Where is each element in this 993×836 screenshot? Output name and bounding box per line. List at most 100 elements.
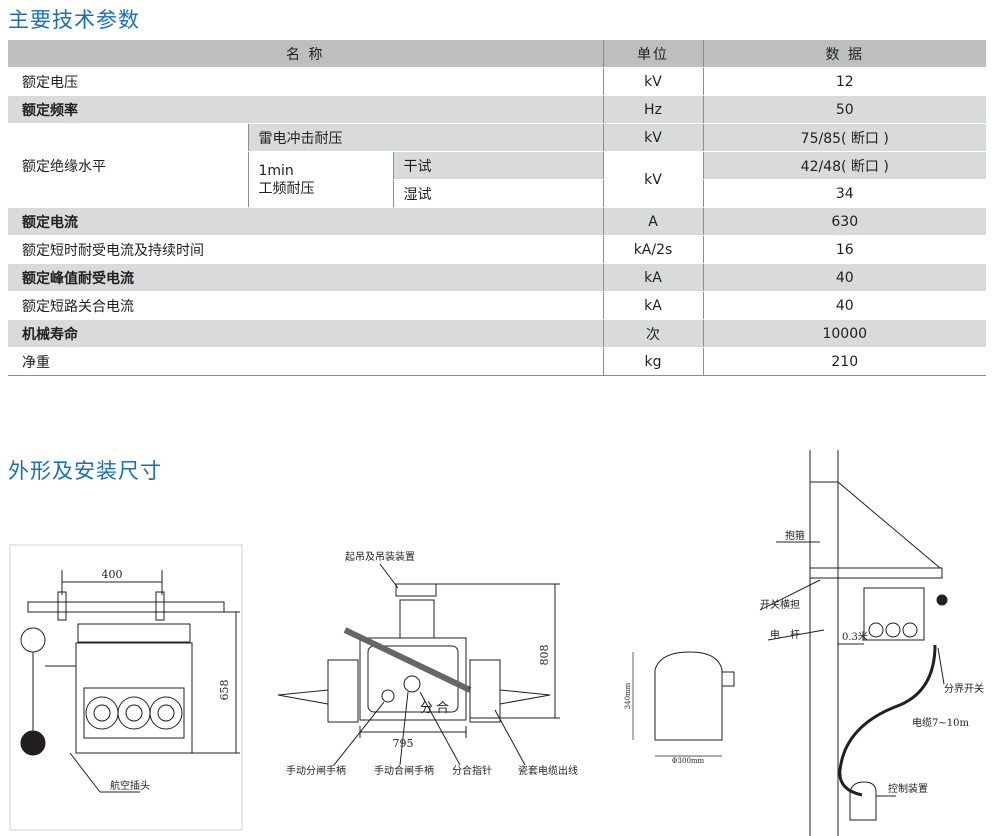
dimensions-title: 外形及安装尺寸: [8, 459, 162, 483]
distance-label: 0.3米: [842, 630, 868, 643]
control-box-plug: [721, 671, 735, 687]
open-handle-pivot: [381, 689, 395, 703]
row-unit: 次: [602, 319, 703, 348]
box-diameter-label: Φ300mm: [672, 757, 705, 765]
row-value: 12: [702, 67, 986, 96]
table-row: 额定峰值耐受电流 kA 40: [8, 263, 986, 292]
front-clamp-left: [57, 591, 67, 621]
row-value: 40: [702, 263, 986, 292]
header-data: 数 据: [702, 40, 986, 68]
bushing-1: [85, 696, 119, 730]
impulse-value: 75/85( 断口 ): [702, 123, 986, 152]
front-clamp-right: [155, 591, 165, 621]
side-crossarm: [343, 627, 472, 693]
dim-808-label: 808: [538, 645, 551, 666]
pole-install-drawing: 抱箍 开关横担 电 杆 0.3米 分界开关 电缆7~10m 控制装置: [759, 450, 984, 836]
pole-control-box: [849, 781, 877, 821]
bushing-3: [149, 696, 183, 730]
lift-bracket: [399, 599, 435, 639]
row-unit: Hz: [602, 95, 703, 124]
table-row: 额定短时耐受电流及持续时间 kA/2s 16: [8, 235, 986, 264]
table-row: 1min 工频耐压 干试 kV 42/48( 断口 ): [8, 151, 986, 208]
switch-crossarm: [809, 567, 943, 579]
bushing-2: [117, 696, 151, 730]
row-name: 额定电流: [8, 207, 603, 236]
row-name: 额定短时耐受电流及持续时间: [8, 235, 603, 264]
front-body: [75, 642, 193, 754]
table-header: 名 称 单位 数 据: [8, 40, 986, 68]
pole-cable: [838, 644, 937, 797]
pole-switch-body: [863, 587, 925, 641]
cable-right: [499, 689, 551, 705]
header-name: 名 称: [8, 40, 603, 68]
row-value: 630: [702, 207, 986, 236]
row-unit: kA: [602, 291, 703, 320]
dimension-drawings: 400 658 航空插头 起吊及吊装装: [9, 450, 984, 836]
power-freq-line1: 1min: [258, 162, 294, 179]
lift-label: 起吊及吊装装置: [345, 550, 415, 563]
switch-label: 分界开关: [944, 682, 984, 695]
specs-table: 名 称 单位 数 据 额定电压 kV 12 额定频率 Hz 50 额定绝缘水平 …: [8, 40, 986, 376]
bushing-cable-label: 瓷套电缆出线: [518, 764, 578, 777]
front-bushing-panel: [83, 687, 185, 739]
row-value: 50: [702, 95, 986, 124]
close-handle-pivot: [403, 675, 421, 693]
dim-795-label: 795: [393, 737, 414, 750]
front-mount: [77, 623, 191, 643]
table-row: 额定电流 A 630: [8, 207, 986, 236]
side-body: [359, 637, 467, 721]
side-panel: [367, 645, 459, 713]
dry-value: 42/48( 断口 ): [702, 151, 986, 180]
header-unit: 单位: [602, 40, 703, 68]
panel-close-text: 合: [436, 701, 449, 716]
table-row: 额定电压 kV 12: [8, 67, 986, 96]
box-height-label: 340mm: [624, 682, 632, 709]
row-unit: kA: [602, 263, 703, 292]
table-row: 湿试 34: [8, 179, 986, 208]
table-row: 额定绝缘水平 雷电冲击耐压 kV 75/85( 断口 ): [8, 123, 986, 208]
open-handle-label: 手动分闸手柄: [286, 764, 346, 777]
front-view-frame: [9, 544, 243, 831]
row-name: 额定短路关合电流: [8, 291, 603, 320]
plug-label: 航空插头: [110, 779, 150, 792]
dim-400-label: 400: [102, 568, 123, 581]
front-view-drawing: 400 658 航空插头: [9, 544, 243, 831]
control-box-body: [654, 651, 723, 741]
front-handle-top: [20, 627, 46, 653]
row-value: 16: [702, 235, 986, 264]
impulse-label: 雷电冲击耐压: [247, 123, 603, 152]
row-name: 额定峰值耐受电流: [8, 263, 603, 292]
bushing-right: [469, 659, 501, 723]
lift-device: [395, 583, 437, 597]
bushing-left: [327, 659, 359, 723]
wet-label: 湿试: [392, 179, 603, 208]
pointer-label: 分合指针: [452, 764, 492, 777]
row-unit: kA/2s: [602, 235, 703, 264]
close-handle-label: 手动合闸手柄: [374, 764, 434, 777]
row-name: 额定绝缘水平: [8, 123, 248, 208]
row-unit: kV: [602, 67, 703, 96]
specs-title: 主要技术参数: [8, 8, 140, 32]
pole-brace: [837, 481, 941, 569]
impulse-unit: kV: [602, 123, 703, 152]
table-row: 机械寿命 次 10000: [8, 319, 986, 348]
row-name: 净重: [8, 347, 603, 376]
table-row: 净重 kg 210: [8, 347, 986, 376]
dry-label: 干试: [392, 151, 603, 180]
power-freq-label: 1min 工频耐压: [247, 151, 393, 208]
row-name: 机械寿命: [8, 319, 603, 348]
row-unit: kg: [602, 347, 703, 376]
control-box-drawing: 340mm Φ300mm: [624, 651, 735, 765]
front-crossarm: [27, 601, 225, 613]
dim-658-label: 658: [218, 680, 231, 701]
row-name: 额定频率: [8, 95, 603, 124]
hoop-label: 抱箍: [785, 529, 805, 542]
power-freq-unit: kV: [602, 151, 703, 208]
row-name: 额定电压: [8, 67, 603, 96]
row-value: 40: [702, 291, 986, 320]
row-value: 210: [702, 347, 986, 376]
control-label: 控制装置: [888, 782, 928, 795]
row-unit: A: [602, 207, 703, 236]
pole-label: 电 杆: [770, 628, 800, 641]
cable-left: [277, 689, 329, 705]
